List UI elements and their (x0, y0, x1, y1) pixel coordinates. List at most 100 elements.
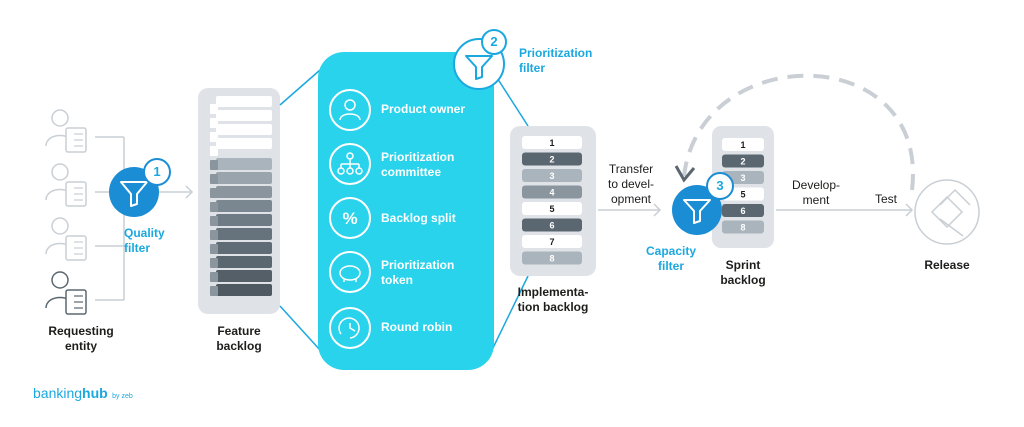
method-backlog-split-line1: Backlog split (381, 211, 456, 225)
capacity-filter-icon (672, 172, 734, 235)
bankinghub-logo: bankinghub by zeb (33, 385, 133, 403)
transfer-line2: to devel- (607, 177, 655, 191)
feature-item-edge (210, 230, 218, 240)
implementation-item-number: 8 (549, 254, 554, 264)
feature-item-empty (216, 124, 272, 135)
prioritization-filter-icon (453, 29, 507, 90)
implementation-item (522, 218, 582, 232)
capacity-filter-line1: Capacity (645, 244, 697, 258)
sprint-item-number: 2 (740, 157, 745, 167)
feature-item (216, 242, 272, 254)
development-line2: ment (802, 193, 830, 207)
entity-connectors (95, 136, 194, 301)
transfer-line1: Transfer (608, 162, 654, 176)
sprint-backlog-line2: backlog (720, 273, 766, 287)
method-token-label: Prioritization token (381, 258, 454, 288)
implementation-item-number: 7 (549, 237, 554, 247)
logo-main: banking (33, 385, 83, 401)
feature-item-edge (210, 258, 218, 268)
quality-filter-number: 1 (153, 164, 161, 179)
method-round-robin-line1: Round robin (381, 320, 453, 334)
requesting-entity-icons (45, 109, 87, 315)
quality-filter-icon (109, 158, 171, 217)
sprint-item (722, 220, 764, 234)
method-committee-line2: committee (381, 165, 442, 179)
person-icon (329, 89, 371, 131)
development-label: Develop- ment (783, 178, 849, 208)
feature-item-edge (210, 202, 218, 212)
implementation-item (522, 152, 582, 166)
implementation-item (522, 169, 582, 182)
feature-item-edge (210, 132, 218, 142)
method-product-owner-line1: Product owner (381, 102, 466, 116)
feature-item-edge (210, 244, 218, 254)
feature-item-edge (210, 146, 218, 156)
sprint-item (722, 138, 764, 151)
implementation-item (522, 136, 582, 149)
piggy-bank-icon (329, 251, 371, 293)
feature-backlog-label: Feature backlog (194, 324, 284, 354)
feature-item (216, 214, 272, 226)
feature-item-edge (210, 104, 218, 114)
release-icon (914, 179, 980, 245)
method-product-owner-label: Product owner (381, 102, 465, 117)
method-round-robin-label: Round robin (381, 320, 452, 335)
sprint-item-number: 1 (740, 140, 745, 150)
person-with-checklist-icon (45, 109, 87, 153)
implementation-item (522, 251, 582, 265)
feature-item (216, 172, 272, 184)
feature-item (216, 256, 272, 268)
prioritization-filter-line2: filter (519, 61, 546, 75)
feature-backlog-line2: backlog (216, 339, 262, 353)
method-token-line2: token (381, 273, 414, 287)
feature-backlog-line1: Feature (217, 324, 261, 338)
sprint-item-number: 3 (740, 173, 745, 183)
sprint-backlog-label: Sprint backlog (706, 258, 780, 288)
feedback-loop (674, 73, 915, 191)
sprint-item (722, 204, 764, 217)
capacity-filter-number: 3 (716, 178, 724, 193)
prioritization-filter-label: Prioritization filter (519, 46, 619, 76)
test-label: Test (874, 192, 897, 206)
feature-item (216, 200, 272, 212)
feature-item (216, 228, 272, 240)
requesting-entity-line1: Requesting (48, 324, 114, 338)
feature-item-edge (210, 216, 218, 226)
method-backlog-split-label: Backlog split (381, 211, 456, 226)
method-committee-label: Prioritization committee (381, 150, 454, 180)
development-line1: Develop- (791, 178, 841, 192)
person-with-checklist-icon (45, 271, 87, 315)
feature-item-empty (216, 96, 272, 107)
implementation-item-number: 6 (549, 221, 554, 231)
implementation-item (522, 185, 582, 199)
method-icons: % (329, 89, 371, 349)
feature-item-edge (210, 286, 218, 296)
feature-item-edge (210, 118, 218, 128)
sprint-item-number: 6 (740, 206, 745, 216)
implementation-item-number: 3 (549, 171, 554, 181)
feature-item-edge (210, 272, 218, 282)
implementation-item-number: 2 (549, 155, 554, 165)
quality-filter-label: Quality filter (124, 226, 174, 256)
implementation-item (522, 235, 582, 248)
implementation-item-number: 5 (549, 204, 554, 214)
development-arrow (776, 203, 914, 217)
quality-filter-line1: Quality (124, 226, 165, 240)
implementation-item-number: 4 (549, 188, 554, 198)
sprint-item-number: 8 (740, 223, 745, 233)
implementation-backlog-line2: tion backlog (517, 300, 589, 314)
percent-icon: % (329, 197, 371, 239)
logo-bold: hub (82, 385, 108, 401)
feature-item (216, 158, 272, 170)
method-committee-line1: Prioritization (381, 150, 455, 164)
prioritization-panel (318, 52, 494, 370)
transfer-line3: opment (610, 192, 652, 206)
org-chart-icon (329, 143, 371, 185)
feature-backlog-stack (198, 88, 280, 314)
transfer-label: Transfer to devel- opment (598, 162, 664, 207)
cycle-clock-icon (329, 307, 371, 349)
feature-item (216, 270, 272, 282)
